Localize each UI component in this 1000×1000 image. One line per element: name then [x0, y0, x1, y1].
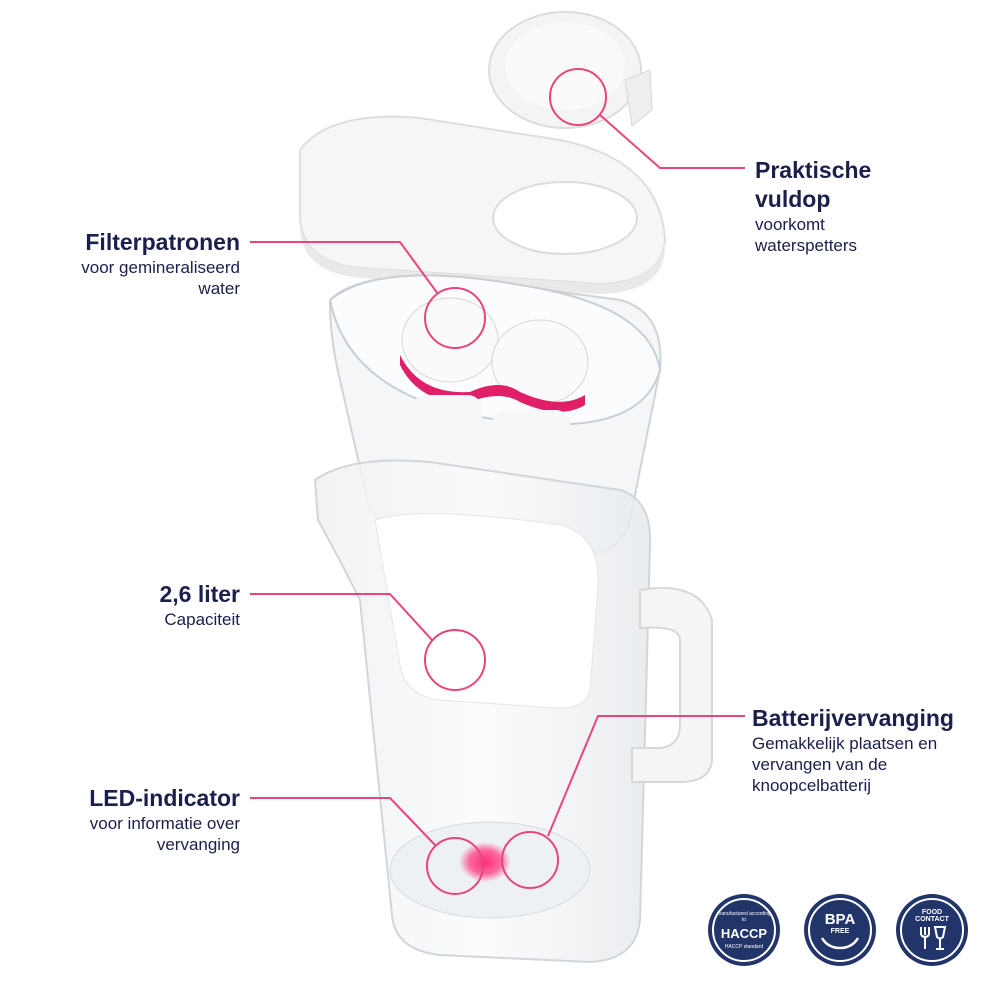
callout-filter-title: Filterpatronen — [85, 229, 240, 255]
callout-cap-desc-1: voorkomt — [755, 214, 825, 234]
callout-circle-battery — [501, 831, 559, 889]
bpa-label: BPA — [824, 910, 856, 928]
callout-circle-capacity — [424, 629, 486, 691]
leader-line-battery — [547, 715, 745, 837]
callout-capacity-desc: Capaciteit — [164, 609, 240, 629]
callout-battery-desc-3: knoopcelbatterij — [752, 776, 872, 796]
callout-filter-desc-1: voor gemineraliseerd — [81, 257, 240, 277]
callout-circle-filter — [424, 287, 486, 349]
leader-line-cap — [599, 114, 745, 169]
pitcher-body — [313, 459, 713, 964]
leader-line-capacity — [250, 593, 433, 641]
fork-glass-icon — [920, 926, 947, 950]
callout-capacity: 2,6 liter Capaciteit — [20, 580, 240, 630]
fork-icon — [920, 927, 930, 949]
callout-battery-desc-2: vervangen van de — [752, 755, 888, 774]
callout-circle-cap — [549, 68, 607, 126]
leader-line-led — [250, 797, 437, 847]
glass-icon — [933, 926, 947, 950]
callout-cap-title-1: Praktische — [755, 157, 872, 183]
callout-cap-desc-2: waterspetters — [755, 235, 858, 255]
haccp-arc-bottom: HACCP standard — [724, 943, 764, 950]
callout-cap: Praktische vuldop voorkomt waterspetters — [755, 156, 985, 256]
callout-capacity-title: 2,6 liter — [159, 581, 240, 607]
callout-led-title: LED-indicator — [89, 785, 240, 811]
hands-icon — [820, 936, 860, 949]
callout-cap-title-2: vuldop — [755, 185, 831, 212]
fill-cap — [488, 11, 653, 129]
callout-led: LED-indicator voor informatie over verva… — [20, 784, 240, 855]
callout-battery: Batterijvervanging Gemakkelijk plaatsen … — [752, 704, 992, 797]
callout-led-desc-2: vervanging — [156, 835, 240, 854]
callout-battery-title: Batterijvervanging — [752, 705, 954, 731]
haccp-label: HACCP — [720, 925, 768, 941]
contact-label: CONTACT — [915, 916, 949, 923]
leader-line-filter — [250, 241, 439, 295]
callout-led-desc-1: voor informatie over — [89, 813, 240, 833]
callout-filter-desc-2: water — [198, 279, 240, 298]
food-label: FOOD — [921, 909, 943, 916]
food-contact-badge: FOOD CONTACT — [896, 894, 968, 966]
pitcher-lid — [299, 115, 667, 294]
bpa-free-label: FREE — [830, 927, 850, 935]
haccp-arc-top: manufactured according to — [717, 910, 771, 923]
bpa-free-badge: BPA FREE — [804, 894, 876, 966]
callout-filter: Filterpatronen voor gemineraliseerd wate… — [20, 228, 240, 299]
haccp-badge: manufactured according to HACCP HACCP st… — [708, 894, 780, 966]
callout-circle-led — [426, 837, 484, 895]
callout-battery-desc-1: Gemakkelijk plaatsen en — [752, 733, 938, 753]
